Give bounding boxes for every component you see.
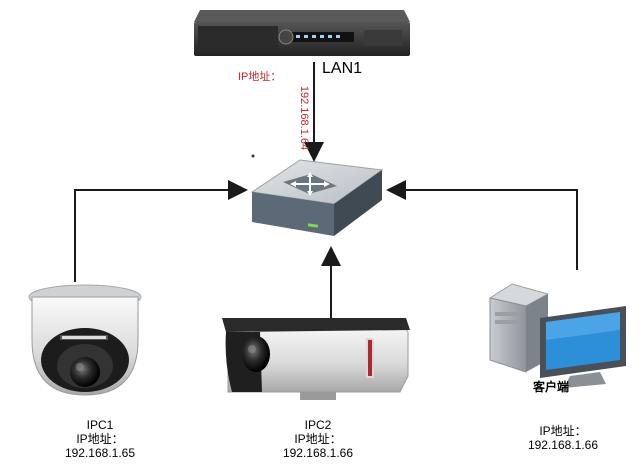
bullet-camera bbox=[222, 318, 410, 400]
connection-ipc1-to-switch bbox=[74, 180, 248, 282]
nvr-device bbox=[194, 10, 410, 56]
ipc2-ip-label: IP地址： bbox=[294, 432, 342, 446]
client-caption: IP地址： 192.168.1.66 bbox=[508, 424, 618, 452]
ipc2-name: IPC2 bbox=[304, 418, 332, 432]
bullet-camera-logo bbox=[366, 338, 374, 378]
nvr-ip-label: IP地址： bbox=[238, 71, 282, 83]
dome-camera bbox=[28, 284, 142, 396]
ipc2-caption: IPC2 IP地址： 192.168.1.66 bbox=[268, 418, 368, 460]
ipc2-ip-address: 192.168.1.66 bbox=[282, 446, 354, 460]
lan-port-label: LAN1 bbox=[322, 60, 363, 77]
ipc1-caption: IPC1 IP地址： 192.168.1.65 bbox=[50, 418, 150, 460]
connection-client-to-switch bbox=[386, 180, 578, 270]
dome-camera-logo bbox=[60, 335, 108, 340]
client-name-label: 客户端 bbox=[533, 380, 570, 394]
client-pc bbox=[488, 283, 626, 388]
network-switch bbox=[250, 159, 384, 236]
client-ip-address: 192.168.1.66 bbox=[527, 438, 599, 452]
ipc1-ip-label: IP地址： bbox=[76, 432, 124, 446]
ipc1-ip-address: 192.168.1.65 bbox=[64, 446, 136, 460]
nvr-ip-address: 192.168.1.64 bbox=[298, 85, 311, 151]
ipc1-name: IPC1 bbox=[86, 418, 114, 432]
client-ip-label: IP地址： bbox=[539, 424, 587, 438]
